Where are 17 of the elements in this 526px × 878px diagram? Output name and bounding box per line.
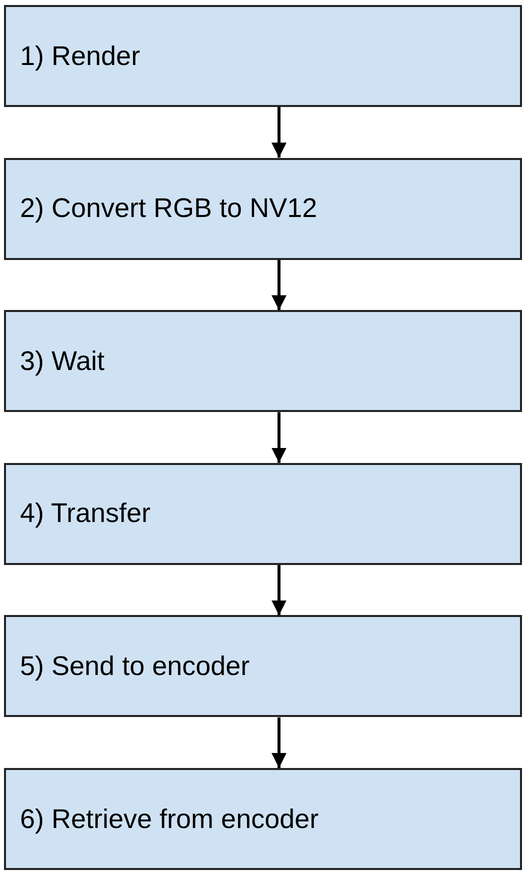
process-box <box>4 310 522 412</box>
step-label: 4) Transfer <box>20 498 151 530</box>
arrow <box>272 260 286 310</box>
arrow <box>272 717 286 768</box>
step-label: 3) Wait <box>20 346 105 377</box>
step-label: 6) Retrieve from encoder <box>20 804 319 834</box>
arrow <box>272 564 286 616</box>
step-label: 1) Render <box>20 40 140 72</box>
process-box <box>4 5 522 107</box>
process-box <box>4 158 522 260</box>
step-label: 2) Convert RGB to NV12 <box>20 193 318 224</box>
step-label: 5) Send to encoder <box>20 650 250 682</box>
process-box <box>4 462 522 565</box>
arrow <box>272 412 286 463</box>
process-box <box>4 768 522 870</box>
arrow <box>272 107 286 158</box>
process-box <box>4 615 522 718</box>
